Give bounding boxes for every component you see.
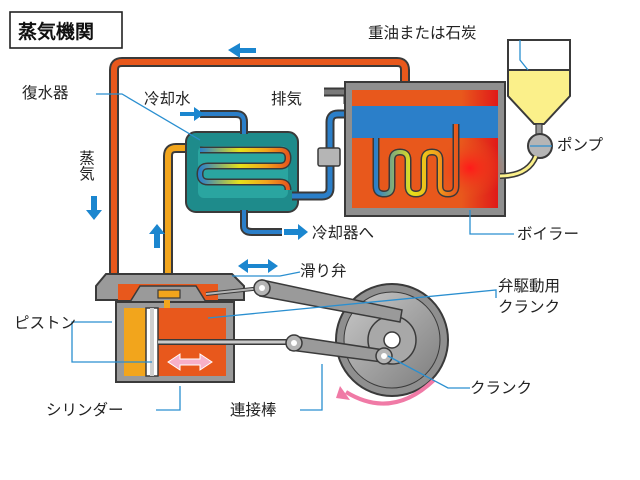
label-steam: 蒸気 (77, 150, 95, 183)
boiler (344, 81, 506, 217)
valve-drive-rod (253, 279, 403, 323)
label-piston: ピストン (14, 314, 76, 332)
arrow-right-icon (284, 224, 308, 240)
connecting-rod (285, 334, 393, 365)
arrow-right-icon (180, 107, 204, 121)
label-connecting-rod: 連接棒 (230, 401, 277, 419)
condenser (185, 131, 299, 213)
feedwater-pipe (292, 109, 356, 201)
boiler-water (352, 106, 498, 138)
feed-pump-icon (317, 147, 341, 167)
arrow-left-icon (228, 43, 256, 58)
arrow-down-icon (86, 196, 102, 220)
label-cylinder: シリンダー (46, 401, 124, 419)
exhaust-pipe (163, 143, 196, 282)
flow-arrows (86, 43, 308, 273)
label-valve-crank-2: クランク (498, 298, 560, 316)
fuel-hopper (507, 39, 571, 139)
label-valve-crank-1: 弁駆動用 (498, 277, 560, 295)
label-condenser: 復水器 (22, 84, 69, 102)
label-pump: ポンプ (557, 136, 604, 154)
title-box: 蒸気機関 (9, 11, 123, 49)
coolant-in-pipe (200, 110, 248, 134)
cylinder-assembly (95, 273, 296, 383)
rotation-arrow (336, 378, 436, 406)
label-coolant: 冷却水 (144, 90, 191, 108)
arrow-double-icon (238, 259, 278, 273)
label-coolant-out: 冷却器へ (312, 224, 374, 242)
leader-lines (71, 40, 552, 411)
label-slide-valve: 滑り弁 (300, 262, 347, 280)
coolant-out-pipe (240, 210, 282, 236)
piston-motion-arrow (167, 353, 213, 371)
label-crank: クランク (470, 379, 532, 397)
pump-icon (499, 133, 553, 179)
label-fuel: 重油または石炭 (368, 24, 477, 42)
steam-pipe (109, 57, 410, 282)
title: 蒸気機関 (18, 20, 94, 43)
arrow-up-icon (149, 224, 165, 248)
label-exhaust: 排気 (271, 90, 302, 108)
label-boiler: ボイラー (517, 225, 579, 243)
